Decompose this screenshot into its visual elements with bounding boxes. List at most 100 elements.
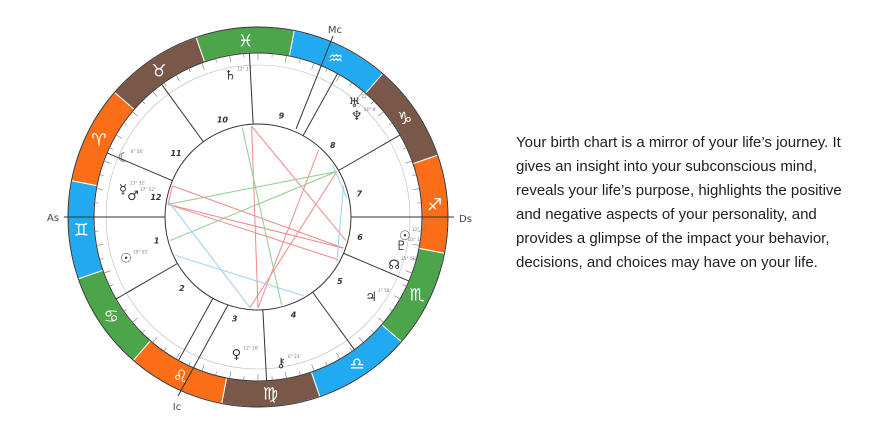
aspect-line: [257, 149, 320, 309]
degree-tick: [201, 364, 205, 372]
degree-tick: [229, 55, 232, 63]
planet-sun-degree: 19° 55': [133, 249, 148, 254]
degree-tick: [284, 55, 287, 63]
planet-jupiter-glyph: ♃: [365, 290, 377, 305]
degree-tick: [412, 243, 420, 246]
degree-tick: [405, 270, 413, 274]
degree-tick: [311, 62, 315, 70]
aspect-line: [167, 203, 339, 261]
house-cusp-3: [178, 298, 214, 361]
degree-tick: [325, 68, 328, 73]
aspect-line: [172, 185, 344, 249]
planet-jupiter-degree: 1° 56': [378, 288, 391, 293]
planet-mars-degree: 17° 52': [140, 187, 155, 192]
aspect-line: [332, 164, 348, 199]
house-number-1: 1: [154, 236, 160, 245]
degree-tick: [109, 147, 114, 150]
house-cusp-12: [106, 152, 173, 182]
degree-tick: [299, 58, 301, 63]
aspect-line: [169, 171, 337, 242]
degree-tick: [229, 371, 232, 379]
degree-tick: [299, 371, 301, 376]
degree-tick: [349, 82, 353, 87]
sign-glyph-aries: ♈: [91, 130, 106, 150]
degree-tick: [109, 284, 114, 287]
planet-mercury-glyph: ☿: [119, 182, 127, 197]
degree-tick: [358, 337, 364, 343]
degree-tick: [393, 295, 401, 300]
house-cusp-2: [115, 263, 178, 300]
house-number-8: 8: [330, 141, 336, 150]
sign-glyph-leo: ♌: [173, 367, 188, 387]
degree-tick: [412, 188, 420, 191]
planet-venus-glyph: ♀: [232, 347, 242, 362]
degree-tick: [188, 68, 191, 73]
sign-glyph-taurus: ♉: [151, 61, 166, 81]
planet-uranus-degree: 22° 4': [361, 94, 374, 99]
planet-neptune-glyph: ♆: [351, 109, 363, 124]
sign-glyph-libra: ♎: [349, 355, 364, 375]
degree-tick: [103, 270, 111, 274]
house-number-10: 10: [217, 115, 229, 124]
planet-chiron-glyph: ⚷: [276, 356, 286, 371]
degree-tick: [325, 361, 328, 366]
degree-tick: [99, 258, 104, 260]
planet-venus-glyph: ☉: [399, 229, 411, 244]
aspect-line: [251, 126, 259, 309]
sign-glyph-virgo: ♍: [263, 385, 278, 405]
degree-tick: [336, 74, 341, 82]
aspect-line: [241, 127, 283, 306]
house-number-7: 7: [357, 190, 363, 199]
house-number-4: 4: [290, 311, 297, 320]
house-number-6: 6: [357, 233, 363, 242]
aspect-line: [249, 171, 338, 308]
aspect-line: [167, 171, 337, 205]
planet-saturn-degree: 12° 17': [237, 67, 252, 72]
house-cusp-11: [161, 84, 204, 143]
sign-glyph-cancer: ♋: [104, 307, 119, 327]
degree-tick: [115, 134, 123, 139]
degree-tick: [201, 62, 205, 70]
sign-glyph-scorpio: ♏: [409, 286, 424, 306]
sign-glyph-capricorn: ♑: [397, 109, 412, 129]
degree-tick: [163, 82, 167, 87]
degree-tick: [378, 317, 384, 323]
degree-tick: [378, 111, 384, 117]
imum-coeli-label: Ic: [173, 402, 181, 413]
degree-tick: [96, 188, 104, 191]
planet-north-node-glyph: ☊: [388, 258, 400, 273]
planet-venus-degree: 12° 16': [243, 345, 258, 350]
degree-tick: [132, 111, 138, 117]
degree-tick: [358, 91, 364, 97]
aspect-lines: [167, 125, 348, 309]
degree-tick: [284, 371, 287, 379]
degree-tick: [402, 147, 407, 150]
house-number-3: 3: [232, 314, 238, 323]
degree-tick: [412, 174, 417, 176]
planet-glyphs: ♄12° 17'♅22° 4'♆24° 8'☾6° 56'☿23° 32'♂17…: [118, 67, 427, 372]
degree-tick: [141, 100, 146, 105]
house-cusp-10: [248, 53, 254, 125]
house-cusp-4: [262, 309, 268, 381]
house-number-11: 11: [170, 149, 181, 158]
house-cusp-6: [343, 252, 410, 282]
degree-tick: [152, 337, 158, 343]
planet-chiron-degree: 6° 23': [288, 354, 301, 359]
degree-tick: [215, 58, 217, 63]
ascendant-label: As: [47, 213, 59, 224]
degree-tick: [336, 352, 341, 360]
degree-tick: [215, 371, 217, 376]
house-number-5: 5: [337, 277, 343, 286]
aspect-line: [167, 200, 251, 308]
degree-tick: [412, 258, 417, 260]
house-cusp-8: [338, 134, 401, 171]
degree-tick: [96, 243, 104, 246]
degree-tick: [99, 174, 104, 176]
degree-tick: [163, 347, 167, 352]
degree-tick: [370, 329, 375, 334]
house-number-12: 12: [150, 193, 162, 202]
